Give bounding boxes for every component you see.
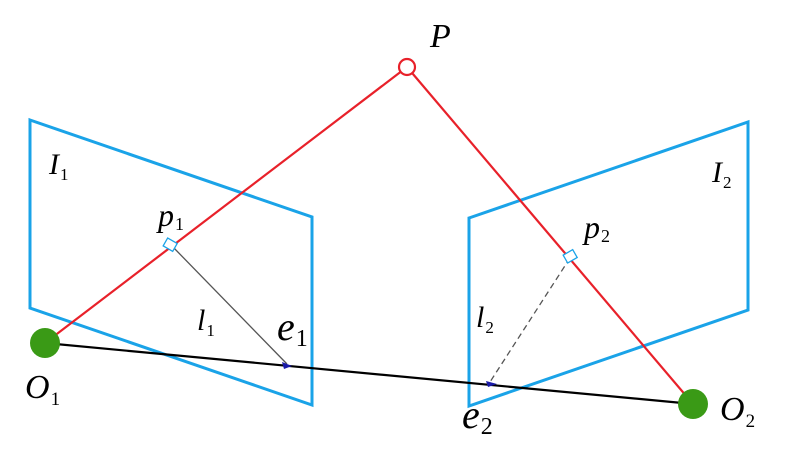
world-point-p — [397, 57, 417, 77]
label-o2: O2 — [720, 391, 755, 432]
projection-p1-marker — [162, 237, 179, 253]
label-l2: l2 — [476, 301, 494, 337]
epipole-1-marker — [282, 362, 292, 369]
label-i1: I1 — [48, 148, 69, 184]
label-p: P — [429, 18, 451, 55]
image-plane-2 — [467, 119, 750, 409]
epipole-2-marker — [486, 381, 497, 387]
epipolar-line-1 — [171, 245, 288, 365]
image-plane-1 — [28, 117, 314, 408]
label-p1: p1 — [156, 197, 184, 234]
camera-center-o2 — [678, 389, 708, 419]
epipolar-line-2 — [489, 257, 571, 383]
projection-p2-marker — [562, 248, 579, 264]
label-e2: e2 — [462, 392, 493, 440]
baseline — [44, 341, 694, 406]
label-o1: O1 — [25, 369, 60, 410]
label-i2: I2 — [711, 156, 732, 192]
ray-o2-p — [406, 66, 694, 405]
ray-o1-p — [44, 66, 408, 344]
label-l1: l1 — [197, 304, 215, 340]
label-p2: p2 — [582, 209, 610, 246]
camera-center-o1 — [30, 328, 60, 358]
label-e1: e1 — [277, 304, 308, 352]
